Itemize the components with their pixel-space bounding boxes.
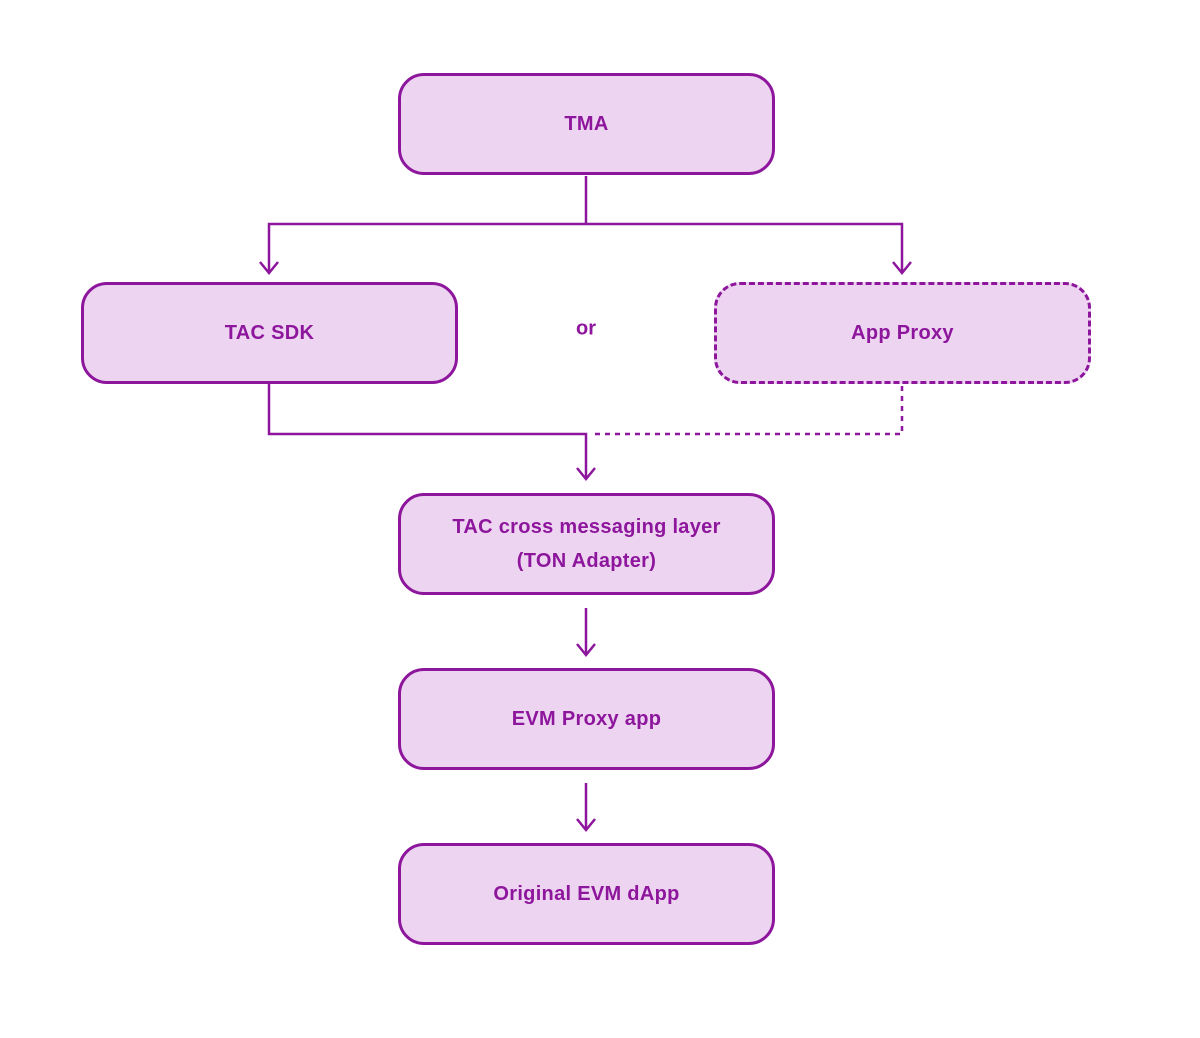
arrowhead-to-tac-sdk xyxy=(259,261,279,275)
node-original-evm-dapp: Original EVM dApp xyxy=(398,843,775,945)
node-tma: TMA xyxy=(398,73,775,175)
node-tac-sdk: TAC SDK xyxy=(81,282,458,384)
node-tac-sdk-label: TAC SDK xyxy=(224,322,315,344)
node-ton-adapter-label-line1: TAC cross messaging layer xyxy=(452,516,721,538)
or-connector-label: or xyxy=(576,317,596,340)
node-original-evm-dapp-label: Original EVM dApp xyxy=(493,883,680,905)
edge-app-proxy-to-adapter xyxy=(590,386,904,436)
node-app-proxy: App Proxy xyxy=(714,282,1091,384)
node-app-proxy-label: App Proxy xyxy=(851,322,954,344)
node-ton-adapter: TAC cross messaging layer (TON Adapter) xyxy=(398,493,775,595)
node-evm-proxy-label: EVM Proxy app xyxy=(511,708,662,730)
arrowhead-to-evm-proxy xyxy=(576,643,596,657)
node-ton-adapter-label-line2: (TON Adapter) xyxy=(516,550,657,572)
node-evm-proxy: EVM Proxy app xyxy=(398,668,775,770)
node-tma-label: TMA xyxy=(564,113,609,135)
arrowhead-to-adapter xyxy=(576,467,596,481)
edge-branch xyxy=(267,222,904,272)
arrowhead-to-original xyxy=(576,818,596,832)
arrowhead-to-app-proxy xyxy=(892,261,912,275)
edge-tac-sdk-to-adapter xyxy=(267,383,588,479)
